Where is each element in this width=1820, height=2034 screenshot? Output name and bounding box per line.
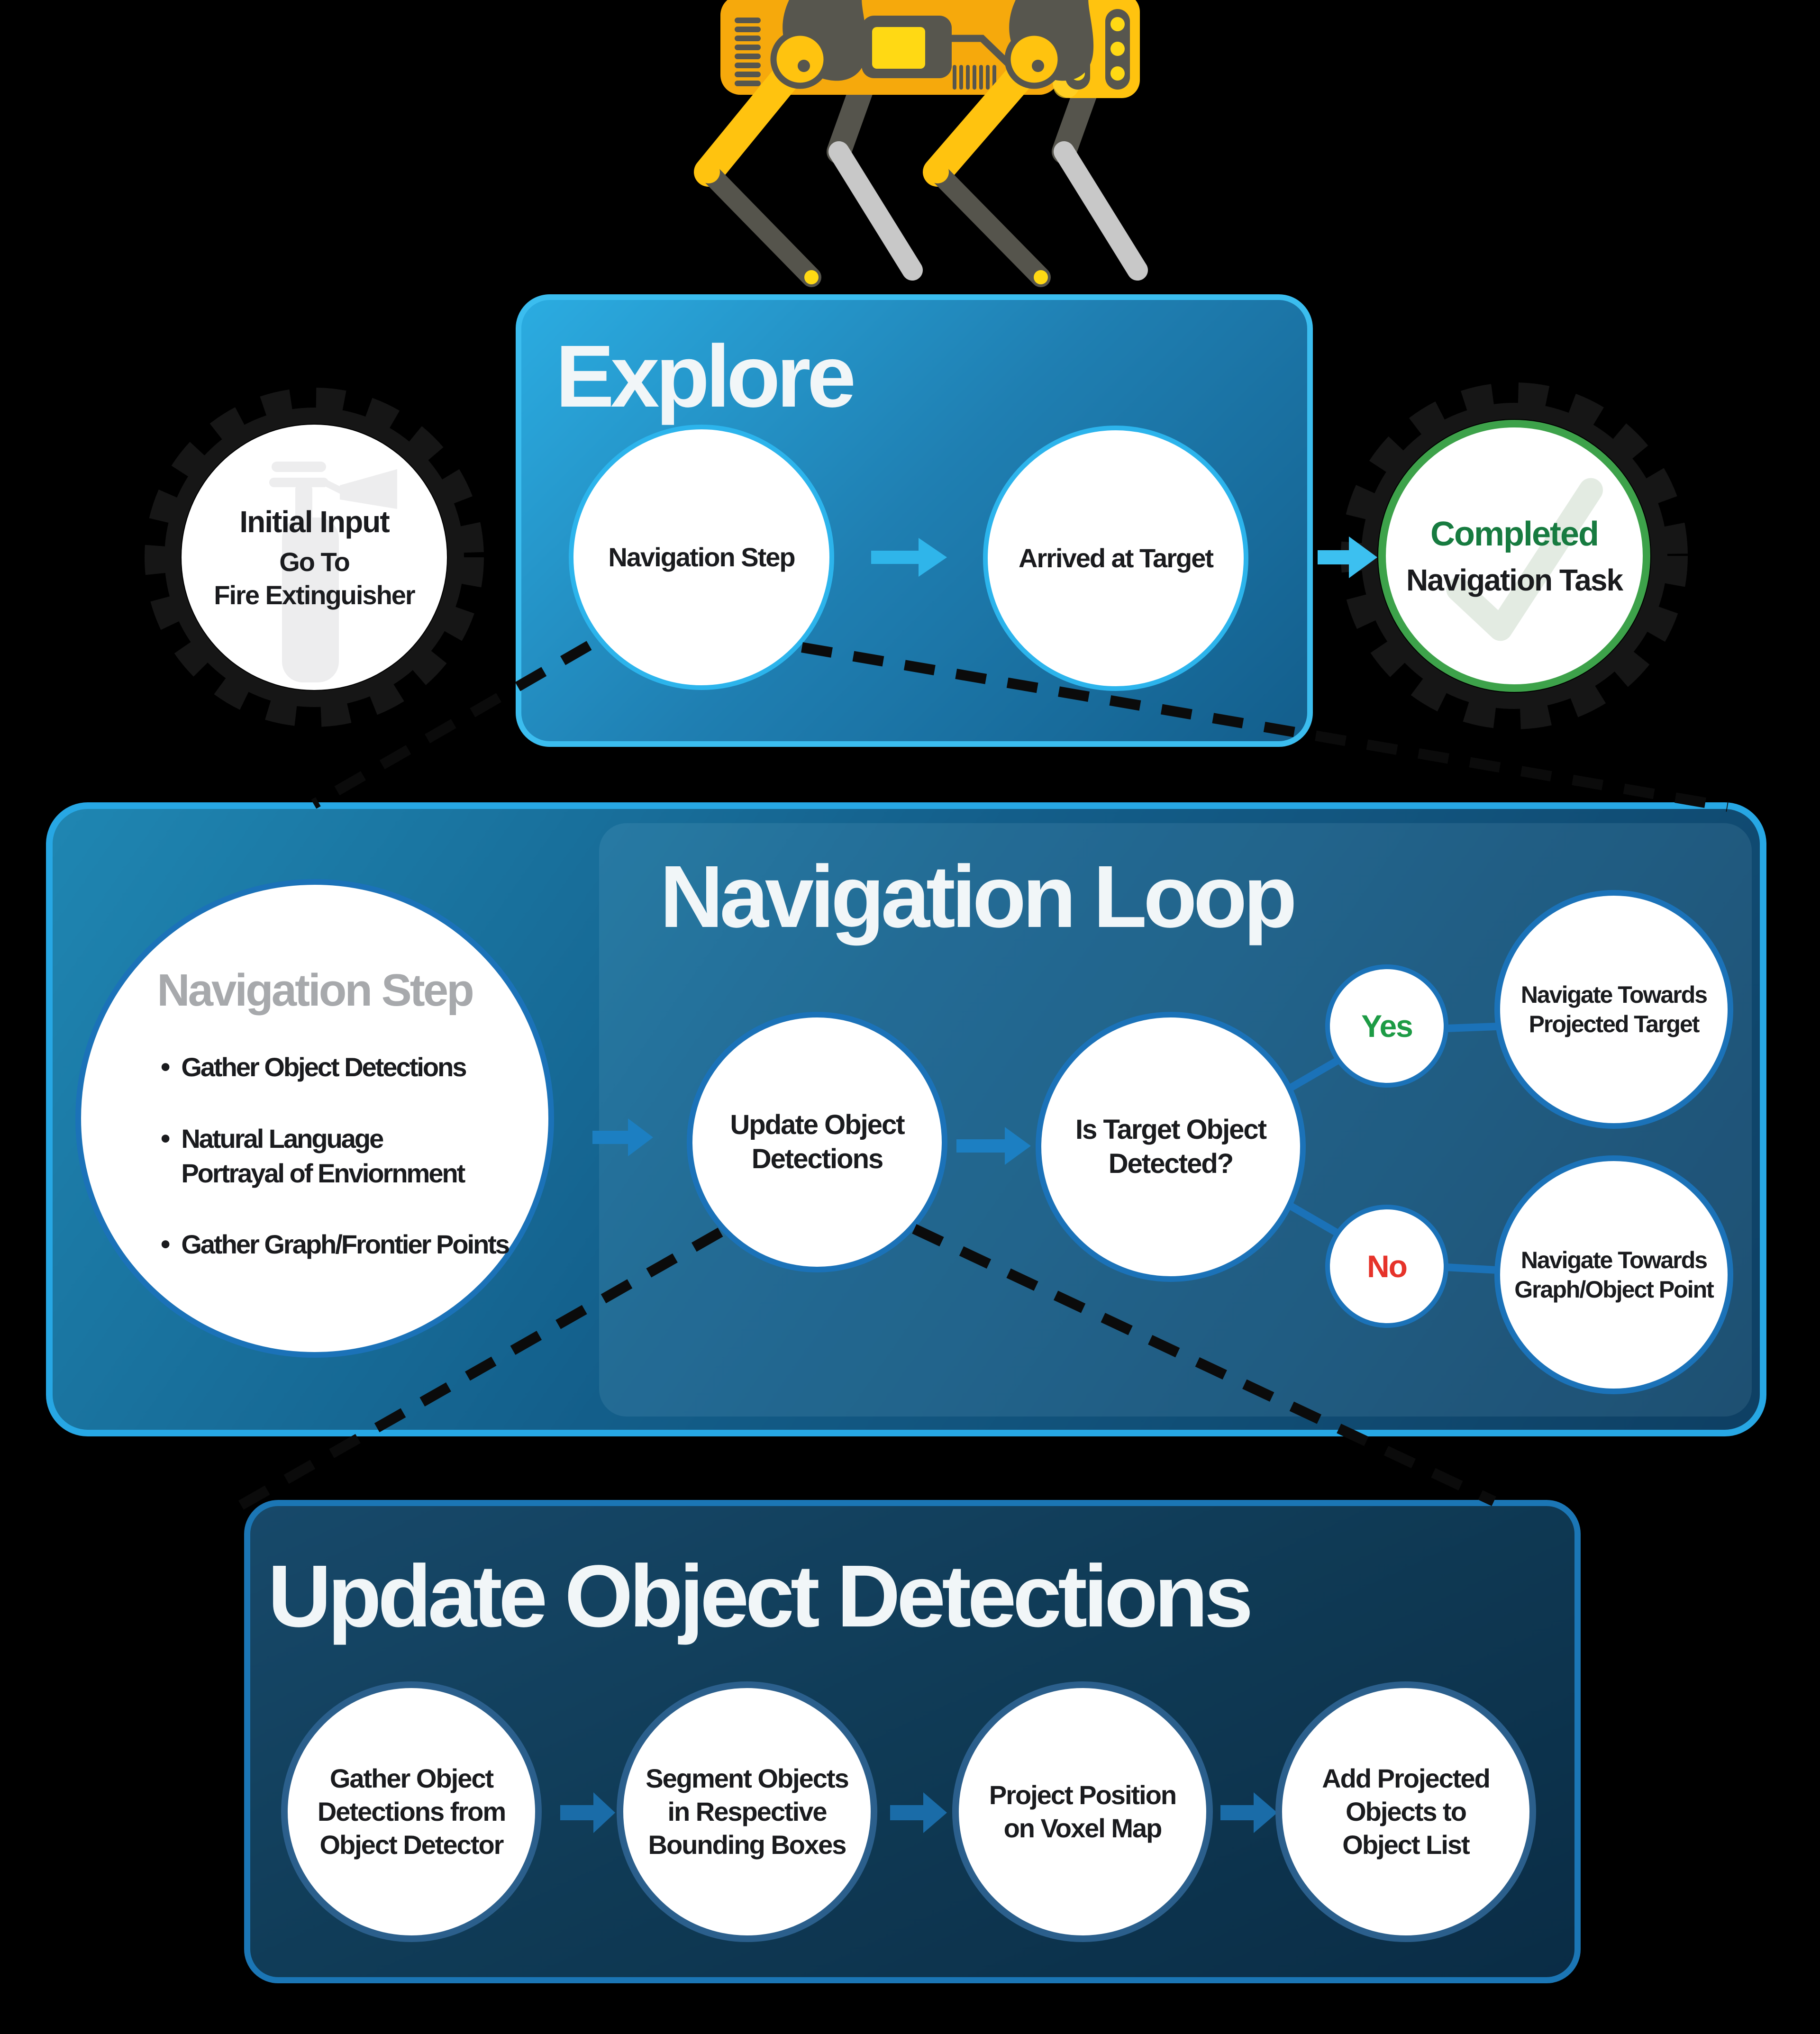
project-position-node: Project Position on Voxel Map <box>952 1681 1213 1942</box>
yes-label: Yes <box>1361 1008 1413 1044</box>
initial-input-title: Initial Input <box>239 505 390 539</box>
segment-objects-label: Segment Objects in Respective Bounding B… <box>646 1763 849 1860</box>
arrived-at-target-node: Arrived at Target <box>983 426 1248 691</box>
completed-title: Completed <box>1430 515 1599 553</box>
bullet-icon: • <box>161 1229 170 1260</box>
explore-title: Explore <box>555 327 856 426</box>
list-item: • Gather Object Detections <box>161 1050 520 1085</box>
completed-node: Completed Navigation Task <box>1378 420 1650 692</box>
bullet-icon: • <box>161 1123 170 1154</box>
list-item: • Natural Language Portrayal of Enviornm… <box>161 1122 520 1191</box>
add-objects-node: Add Projected Objects to Object List <box>1275 1681 1536 1942</box>
arrow-explore-to-completed <box>1318 536 1377 578</box>
bullet-text: Natural Language Portrayal of Enviornmen… <box>181 1123 465 1188</box>
initial-input-command: Go To Fire Extinguisher <box>214 547 415 610</box>
project-position-label: Project Position on Voxel Map <box>989 1780 1177 1843</box>
gather-detections-label: Gather Object Detections from Object Det… <box>317 1763 506 1860</box>
bullet-text: Gather Object Detections <box>181 1052 467 1082</box>
yes-node: Yes <box>1325 964 1448 1088</box>
is-target-detected-node: Is Target Object Detected? <box>1036 1012 1306 1282</box>
update-object-detections-label: Update Object Detections <box>730 1109 905 1175</box>
completed-subtitle: Navigation Task <box>1406 563 1623 597</box>
navigation-step-node: Navigation Step <box>569 425 834 690</box>
navigate-graph-point-label: Navigate Towards Graph/Object Point <box>1514 1246 1714 1303</box>
arrived-at-target-label: Arrived at Target <box>1019 543 1214 573</box>
update-detections-title: Update Object Detections <box>268 1547 1253 1645</box>
checkmark-icon <box>1446 478 1603 641</box>
no-label: No <box>1367 1248 1408 1284</box>
navigation-loop-title: Navigation Loop <box>660 848 1297 946</box>
bullet-text: Gather Graph/Frontier Points <box>181 1229 510 1260</box>
navigate-projected-target-label: Navigate Towards Projected Target <box>1520 981 1708 1038</box>
add-objects-label: Add Projected Objects to Object List <box>1322 1763 1491 1860</box>
gather-detections-node: Gather Object Detections from Object Det… <box>281 1681 542 1942</box>
navigation-step-detail-title: Navigation Step <box>157 965 474 1016</box>
initial-input-node: Initial Input Go To Fire Extinguisher <box>182 425 447 690</box>
navigation-step-bullet-list: • Gather Object Detections • Natural Lan… <box>81 1013 548 1299</box>
navigate-projected-target-node: Navigate Towards Projected Target <box>1494 890 1733 1129</box>
spot-robot-icon <box>694 0 1148 287</box>
is-target-detected-label: Is Target Object Detected? <box>1075 1114 1267 1180</box>
navigate-graph-point-node: Navigate Towards Graph/Object Point <box>1494 1155 1733 1394</box>
update-object-detections-node: Update Object Detections <box>687 1012 947 1272</box>
bullet-icon: • <box>161 1052 170 1082</box>
segment-objects-node: Segment Objects in Respective Bounding B… <box>617 1681 877 1942</box>
list-item: • Gather Graph/Frontier Points <box>161 1227 520 1262</box>
navigation-step-label: Navigation Step <box>608 542 795 572</box>
no-node: No <box>1325 1205 1448 1328</box>
navigation-step-detail-node: Navigation Step • Gather Object Detectio… <box>75 879 554 1358</box>
